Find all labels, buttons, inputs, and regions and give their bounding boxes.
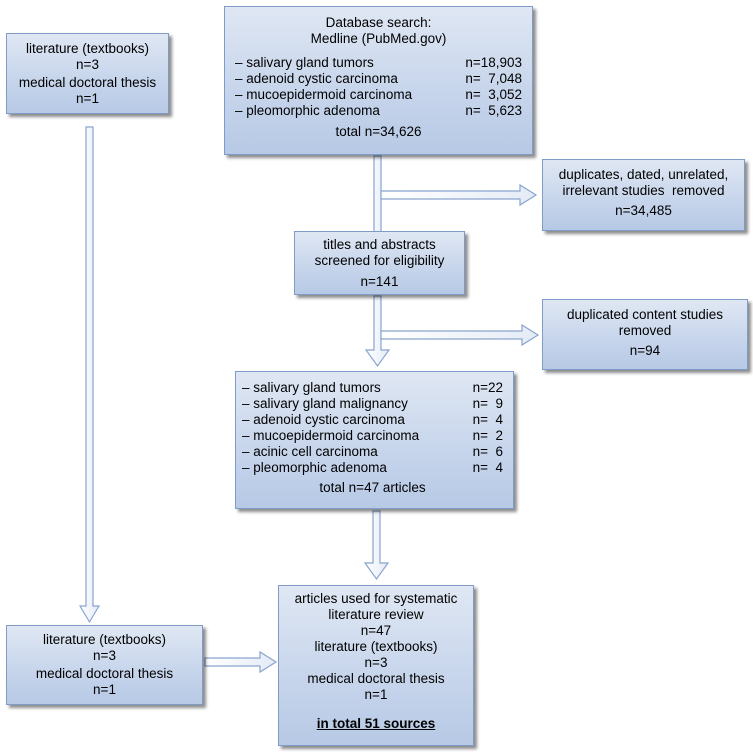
articles-item-label: – acinic cell carcinoma	[242, 444, 378, 459]
articles-item: – salivary gland tumors n=22	[242, 380, 503, 396]
articles-item-value: n= 6	[472, 444, 503, 459]
removed-duplicated-content-box: duplicated content studies removed n=94	[542, 299, 748, 370]
screened-box: titles and abstracts screened for eligib…	[294, 231, 465, 295]
final-sources-box: articles used for systematic literature …	[278, 585, 474, 746]
left-top-box: literature (textbooks) n=3 medical docto…	[6, 33, 169, 114]
articles-item-label: – mucoepidermoid carcinoma	[242, 428, 420, 443]
articles-box: – salivary gland tumors n=22 – salivary g…	[235, 371, 514, 509]
arrow-left-to-final	[204, 650, 278, 674]
articles-item-label: – pleomorphic adenoma	[242, 460, 387, 475]
arrow-articles-to-final	[363, 510, 390, 581]
articles-item-label: – salivary gland malignancy	[242, 396, 408, 411]
screened-line3: n=141	[360, 274, 399, 289]
final-line7: n=1	[364, 687, 388, 702]
left-bottom-box: literature (textbooks) n=3 medical docto…	[6, 625, 203, 705]
arrow-to-removed2	[380, 323, 540, 347]
database-title1: Database search:	[325, 15, 432, 30]
articles-item: – salivary gland malignancy n= 9	[242, 396, 503, 412]
removed2-line2: removed	[618, 323, 672, 338]
left-bottom-line2: n=3	[93, 648, 116, 663]
arrow-screen-to-articles	[364, 295, 391, 368]
final-line1: articles used for systematic	[294, 591, 458, 606]
database-item-value: n= 3,052	[465, 87, 522, 102]
left-bottom-line4: n=1	[93, 682, 116, 697]
final-line6: medical doctoral thesis	[307, 671, 445, 686]
articles-item-value: n= 2	[472, 428, 503, 443]
removed1-line1: duplicates, dated, unrelated,	[558, 167, 729, 182]
articles-item-value: n= 4	[472, 412, 503, 427]
database-item-value: n= 5,623	[465, 103, 522, 118]
articles-total: total n=47 articles	[319, 480, 426, 495]
articles-item-label: – adenoid cystic carcinoma	[242, 412, 405, 427]
database-item-label: – salivary gland tumors	[235, 55, 374, 70]
removed-duplicates-box: duplicates, dated, unrelated, irrelevant…	[542, 159, 745, 231]
database-item: – pleomorphic adenoma n= 5,623	[235, 103, 522, 119]
final-line4: literature (textbooks)	[314, 639, 438, 654]
articles-item: – adenoid cystic carcinoma n= 4	[242, 412, 503, 428]
database-item: – salivary gland tumors n=18,903	[235, 55, 522, 71]
database-item-label: – pleomorphic adenoma	[235, 103, 380, 118]
final-line3: n=47	[360, 623, 392, 638]
left-bottom-line3: medical doctoral thesis	[35, 666, 174, 681]
left-top-line4: n=1	[76, 91, 99, 106]
database-item-label: – adenoid cystic carcinoma	[235, 71, 398, 86]
removed1-line3: n=34,485	[615, 203, 672, 218]
database-item: – mucoepidermoid carcinoma n= 3,052	[235, 87, 522, 103]
screened-line2: screened for eligibility	[314, 253, 445, 268]
left-top-line2: n=3	[76, 57, 99, 72]
left-bottom-line1: literature (textbooks)	[42, 632, 167, 647]
articles-item-value: n=22	[472, 380, 503, 395]
removed1-line2: irrelevant studies removed	[562, 183, 725, 198]
arrow-left-down	[78, 126, 101, 624]
database-search-box: Database search: Medline (PubMed.gov) – …	[224, 6, 533, 155]
articles-item-value: n= 4	[472, 460, 503, 475]
screened-line1: titles and abstracts	[323, 237, 436, 252]
database-item: – adenoid cystic carcinoma n= 7,048	[235, 71, 522, 87]
left-top-line3: medical doctoral thesis	[18, 75, 157, 90]
articles-item-label: – salivary gland tumors	[242, 380, 381, 395]
database-title2: Medline (PubMed.gov)	[310, 31, 447, 46]
removed2-line3: n=94	[629, 343, 661, 358]
left-top-line1: literature (textbooks)	[25, 41, 150, 56]
articles-item: – pleomorphic adenoma n= 4	[242, 460, 503, 476]
arrow-to-removed1	[380, 183, 538, 207]
database-item-value: n= 7,048	[465, 71, 522, 86]
database-item-value: n=18,903	[465, 55, 522, 70]
final-total: in total 51 sources	[316, 716, 436, 731]
removed2-line1: duplicated content studies	[566, 307, 724, 322]
articles-item: – mucoepidermoid carcinoma n= 2	[242, 428, 503, 444]
database-total: total n=34,626	[335, 124, 422, 139]
database-item-label: – mucoepidermoid carcinoma	[235, 87, 413, 102]
final-line2: literature review	[328, 607, 424, 622]
articles-item-value: n= 9	[472, 396, 503, 411]
final-line5: n=3	[364, 655, 388, 670]
articles-item: – acinic cell carcinoma n= 6	[242, 444, 503, 460]
